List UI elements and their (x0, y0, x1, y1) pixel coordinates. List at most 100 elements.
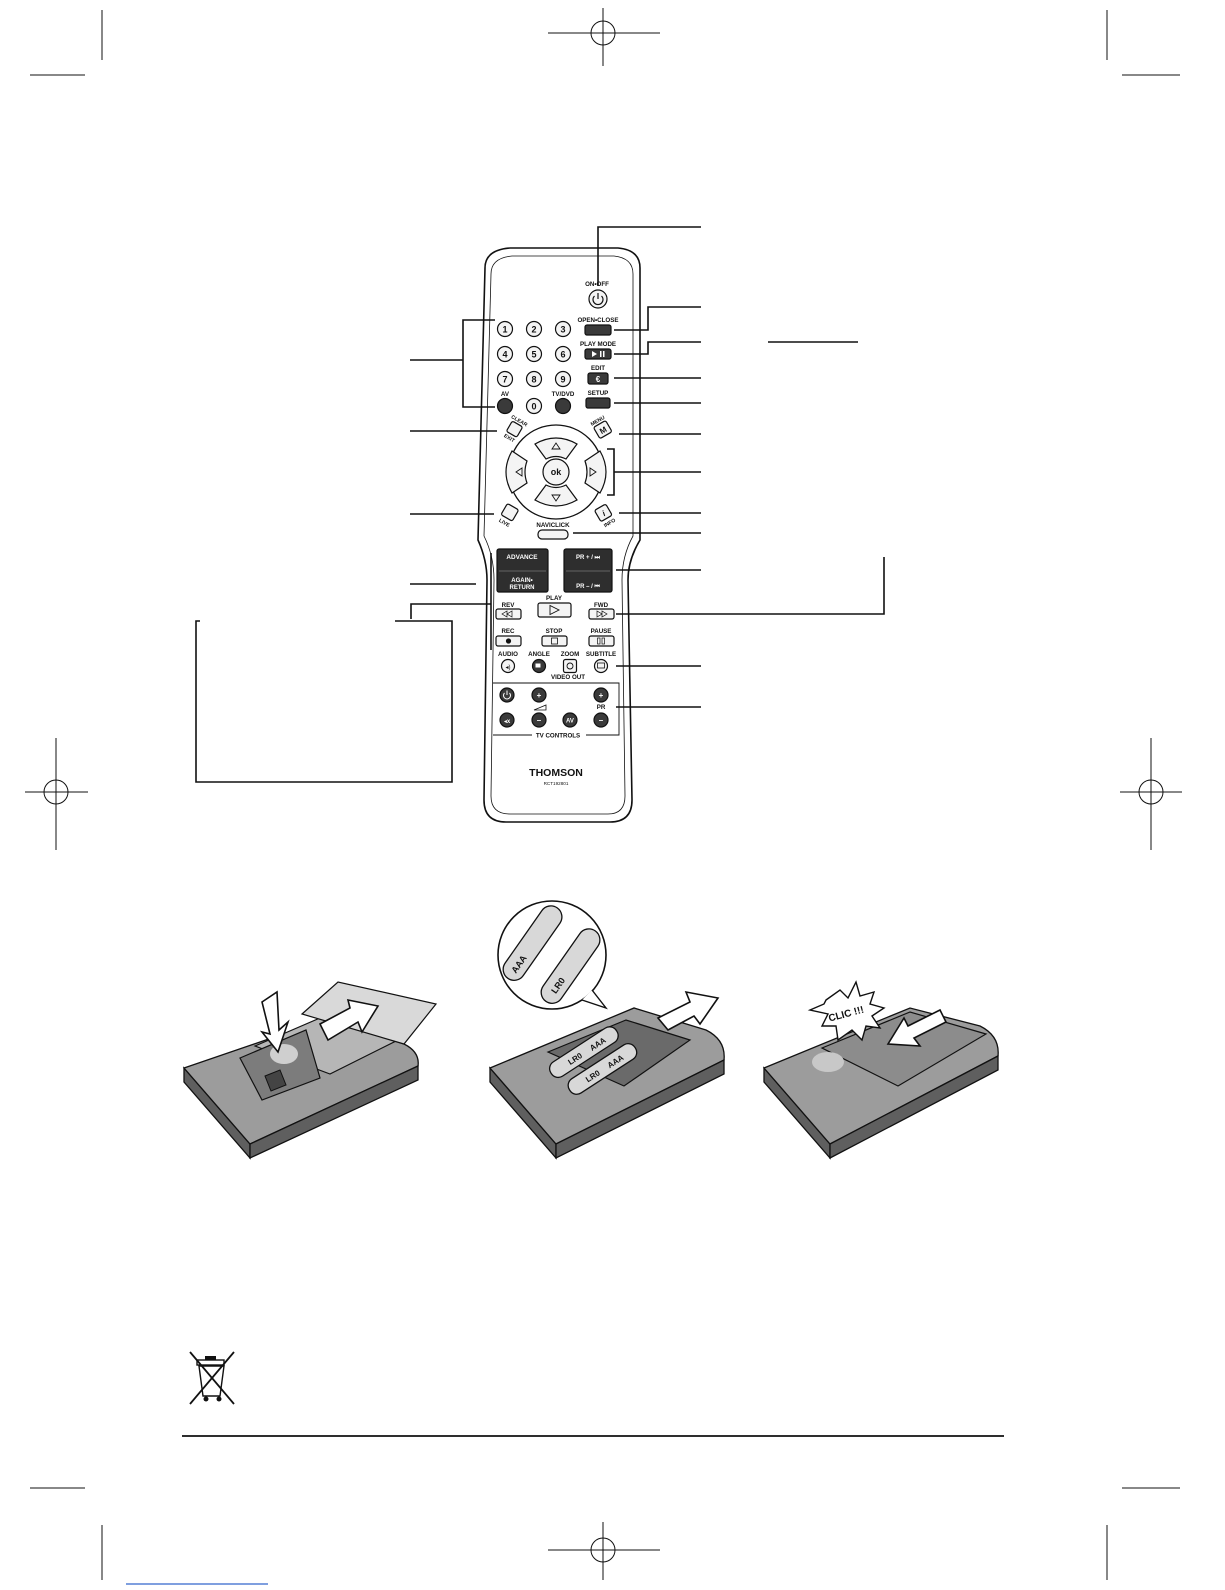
live-group: LIVE (498, 503, 519, 529)
press-arrow-icon (259, 990, 290, 1054)
stop-button[interactable] (541, 635, 568, 647)
number-key-7[interactable] (496, 370, 514, 388)
pause-label: PAUSE (591, 628, 612, 635)
number-key-1-label: 1 (502, 325, 507, 335)
program-rocker-button[interactable] (563, 548, 613, 593)
play-button[interactable] (537, 602, 572, 618)
clear-exit-button[interactable] (506, 421, 523, 438)
number-pad: 1 2 3 4 5 6 7 8 9 AV 0 TV/DVD (496, 320, 575, 415)
volume-icon (533, 704, 547, 711)
tv-av-label: AV (566, 719, 574, 725)
callout-on-off (597, 226, 701, 286)
nav-up-button[interactable] (534, 437, 578, 460)
tv-program-up-button[interactable] (593, 687, 609, 703)
number-key-1[interactable] (496, 320, 514, 338)
number-key-3[interactable] (554, 320, 572, 338)
tv-volume-up-button[interactable] (531, 687, 547, 703)
battery-step-close-cover: CLIC !!! (762, 980, 999, 1160)
live-button[interactable] (501, 503, 519, 522)
tv-program-down-button[interactable] (593, 712, 609, 728)
speaker-icon: ◂) (505, 665, 510, 671)
mute-icon: ◂x (504, 719, 511, 725)
play-mode-label: PLAY MODE (580, 341, 616, 348)
zoom-button[interactable] (562, 658, 578, 674)
number-key-6-label: 6 (560, 350, 565, 360)
menu-group: MENU M (590, 415, 612, 439)
number-key-0[interactable] (525, 397, 543, 415)
setup-button[interactable] (585, 397, 611, 409)
subtitle-label: SUBTITLE (586, 651, 616, 658)
play-icon (549, 604, 561, 616)
pause-button[interactable] (588, 635, 615, 647)
record-icon (505, 638, 512, 644)
number-key-5-label: 5 (531, 350, 536, 360)
naviclick-button[interactable] (537, 529, 569, 540)
model-number: RCT192801 (544, 781, 569, 786)
tv-volume-down-button[interactable] (531, 712, 547, 728)
play-mode-button[interactable] (584, 348, 612, 360)
insert-arrow-icon (656, 990, 720, 1032)
edit-button[interactable] (587, 372, 609, 385)
number-key-8[interactable] (525, 370, 543, 388)
rev-button[interactable] (495, 608, 522, 620)
angle-label: ANGLE (528, 651, 550, 658)
return-label: RETURN (510, 585, 535, 591)
tv-power-icon (503, 690, 511, 700)
battery-step-open-cover (182, 981, 438, 1160)
camera-icon (535, 663, 541, 668)
tv-controls-panel: + + PR ◂x – AV – TV CONTROLS (493, 682, 620, 740)
brand-logo: THOMSON (529, 767, 583, 779)
number-key-9[interactable] (554, 370, 572, 388)
callout-open-close (614, 306, 701, 331)
number-key-6[interactable] (554, 345, 572, 363)
live-label: LIVE (498, 518, 511, 529)
number-key-4[interactable] (496, 345, 514, 363)
battery-right: LR0 AAA (567, 1043, 638, 1095)
tv-av-button[interactable] (562, 712, 578, 728)
rev-label: REV (502, 602, 516, 609)
info-button[interactable] (594, 504, 613, 522)
tv-program-up-label: + (599, 691, 604, 700)
fwd-label: FWD (594, 602, 609, 609)
crop-marks (30, 10, 1180, 1580)
advance-return-button[interactable] (496, 548, 549, 593)
number-key-7-label: 7 (502, 375, 507, 385)
info-icon: i (601, 509, 608, 518)
open-close-label: OPEN•CLOSE (577, 317, 618, 324)
number-key-5[interactable] (525, 345, 543, 363)
arrow-down-icon (551, 494, 561, 502)
battery-left: LR0 AAA (548, 1026, 619, 1079)
open-close-button[interactable] (584, 324, 612, 336)
nav-down-button[interactable] (534, 484, 578, 507)
number-key-3-label: 3 (560, 325, 565, 335)
magnifier-icon (566, 662, 574, 670)
subtitle-button[interactable] (593, 658, 609, 674)
tv-dvd-label: TV/DVD (552, 391, 575, 398)
menu-button[interactable] (593, 420, 612, 439)
edit-label: EDIT (591, 365, 605, 372)
fast-forward-icon (596, 610, 608, 618)
audio-button[interactable] (500, 658, 516, 674)
tv-mute-button[interactable] (499, 712, 515, 728)
number-key-2[interactable] (525, 320, 543, 338)
again-label: AGAIN• (511, 578, 532, 584)
tv-dvd-button[interactable] (554, 397, 572, 415)
av-button[interactable] (496, 397, 514, 415)
menu-glyph: M (598, 425, 609, 436)
ok-button[interactable] (542, 458, 570, 486)
number-key-8-label: 8 (531, 375, 536, 385)
remote-control: ON•OFF OPEN•CLOSE PLAY MODE EDIT € SETUP… (477, 247, 641, 823)
zoom-label: ZOOM (561, 651, 580, 658)
callout-transport-left (410, 603, 491, 619)
rewind-icon (501, 610, 513, 618)
arrow-right-icon (589, 467, 597, 477)
play-label: PLAY (546, 595, 563, 602)
number-key-4-label: 4 (502, 350, 507, 360)
weee-recycling-icon (189, 1351, 235, 1405)
callout-navigation (607, 448, 701, 496)
registration-mark-bottom (548, 1522, 660, 1580)
tv-program-down-label: – (599, 716, 604, 725)
audio-label: AUDIO (498, 651, 518, 658)
ok-label: ok (551, 467, 562, 477)
